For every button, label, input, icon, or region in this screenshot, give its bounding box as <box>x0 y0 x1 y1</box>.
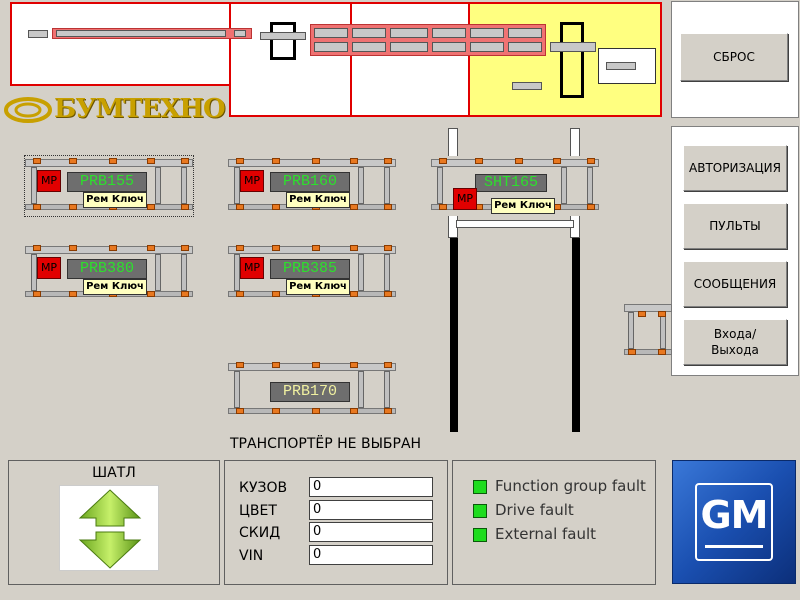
vin-field[interactable]: 0 <box>309 545 433 565</box>
mp-indicator: MP <box>453 188 477 210</box>
station-label: SHT165 <box>475 174 547 192</box>
station-prb385[interactable]: MP PRB385 Рем Ключ <box>228 243 396 303</box>
mp-indicator: MP <box>37 257 61 279</box>
reset-button[interactable]: СБРОС <box>680 33 788 81</box>
pallet <box>314 28 348 38</box>
external-fault-led <box>473 528 487 542</box>
skid-label: СКИД <box>239 525 281 541</box>
authorization-button[interactable]: АВТОРИЗАЦИЯ <box>683 145 787 191</box>
remote-key-indicator: Рем Ключ <box>83 192 147 208</box>
lift-block-1 <box>270 22 296 60</box>
lift-block-2 <box>560 22 584 98</box>
function-group-fault-label: Function group fault <box>495 477 646 495</box>
pallet <box>234 30 246 37</box>
station-label: PRB160 <box>270 172 350 192</box>
shuttle-updown-button[interactable] <box>59 485 159 571</box>
shuttle-panel: ШАТЛ <box>8 460 220 585</box>
color-label: ЦВЕТ <box>239 503 277 519</box>
pallet <box>470 28 504 38</box>
pallet-small <box>606 62 636 70</box>
skid-field[interactable]: 0 <box>309 522 433 542</box>
body-field[interactable]: 0 <box>309 477 433 497</box>
remote-key-indicator: Рем Ключ <box>286 192 350 208</box>
gm-logo: GM <box>672 460 796 584</box>
drive-fault-label: Drive fault <box>495 501 574 519</box>
station-prb155[interactable]: MP PRB155 Рем Ключ <box>24 155 194 217</box>
company-logo: БУМТЕХНО <box>4 94 226 124</box>
pallet <box>508 42 542 52</box>
station-label: PRB170 <box>270 382 350 402</box>
vehicle-info-panel: КУЗОВ 0 ЦВЕТ 0 СКИД 0 VIN 0 <box>224 460 448 585</box>
station-label: PRB380 <box>67 259 147 279</box>
mp-indicator: MP <box>240 257 264 279</box>
pallet <box>508 28 542 38</box>
pallet <box>432 42 466 52</box>
pallet <box>56 30 226 37</box>
mp-indicator: MP <box>240 170 264 192</box>
logo-text: БУМТЕХНО <box>54 94 226 124</box>
zone-1 <box>10 2 231 86</box>
vin-label: VIN <box>239 548 264 564</box>
pallet <box>352 42 386 52</box>
pallet <box>550 42 596 52</box>
messages-button[interactable]: СООБЩЕНИЯ <box>683 261 787 307</box>
mp-indicator: MP <box>37 170 61 192</box>
pallet <box>432 28 466 38</box>
panels-button[interactable]: ПУЛЬТЫ <box>683 203 787 249</box>
pallet-small <box>28 30 48 38</box>
pallet <box>390 42 428 52</box>
external-fault-label: External fault <box>495 525 597 543</box>
io-button[interactable]: Входа/ Выхода <box>683 319 787 365</box>
pallet-small <box>512 82 542 90</box>
station-prb380[interactable]: MP PRB380 Рем Ключ <box>25 243 193 303</box>
station-label: PRB385 <box>270 259 350 279</box>
zone-3 <box>350 2 470 117</box>
station-label: PRB155 <box>67 172 147 192</box>
gm-logo-text: GM <box>700 493 768 537</box>
station-prb170[interactable]: PRB170 <box>228 360 396 420</box>
line-overview <box>10 2 662 118</box>
pallet <box>390 28 428 38</box>
conveyor-rail-2 <box>310 24 546 56</box>
station-prb160[interactable]: MP PRB160 Рем Ключ <box>228 156 396 216</box>
shuttle-title: ШАТЛ <box>92 465 136 481</box>
status-text: ТРАНСПОРТЁР НЕ ВЫБРАН <box>230 436 422 452</box>
pallet <box>470 42 504 52</box>
remote-key-indicator: Рем Ключ <box>83 279 147 295</box>
logo-mark-icon <box>4 97 52 123</box>
remote-key-indicator: Рем Ключ <box>491 198 555 214</box>
drive-fault-led <box>473 504 487 518</box>
pallet <box>314 42 348 52</box>
fault-panel: Function group fault Drive fault Externa… <box>452 460 656 585</box>
station-sht165[interactable]: SHT165 MP Рем Ключ <box>431 156 599 216</box>
remote-key-indicator: Рем Ключ <box>286 279 350 295</box>
color-field[interactable]: 0 <box>309 500 433 520</box>
pallet <box>352 28 386 38</box>
function-group-fault-led <box>473 480 487 494</box>
up-down-arrow-icon <box>78 489 142 569</box>
pallet <box>260 32 306 40</box>
body-label: КУЗОВ <box>239 480 288 496</box>
edge-station <box>624 301 672 361</box>
